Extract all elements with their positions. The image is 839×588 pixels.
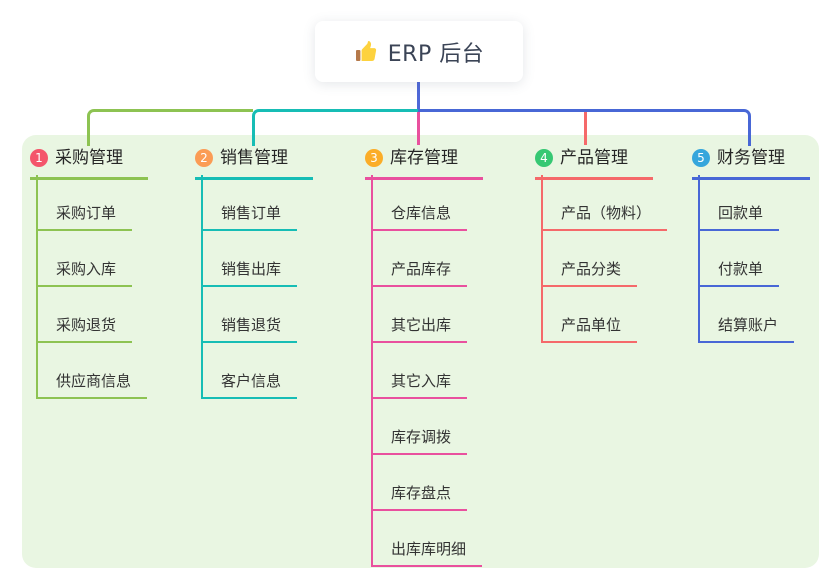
child-node[interactable]: 产品（物料） (541, 202, 668, 231)
child-node[interactable]: 出库库明细 (371, 538, 483, 567)
child-row: 回款单 (698, 175, 810, 231)
child-node[interactable]: 采购退货 (36, 314, 133, 343)
branch-children: 仓库信息 产品库存 其它出库 其它入库 库存调拨 库存盘点 出库库明细 (371, 175, 483, 567)
branch-number-badge: 1 (30, 149, 48, 167)
branch-number-badge: 4 (535, 149, 553, 167)
child-row: 采购退货 (36, 287, 148, 343)
branch-label: 销售管理 (220, 148, 288, 168)
branch-header-sales[interactable]: 2 销售管理 (195, 146, 313, 180)
child-row: 客户信息 (201, 343, 313, 399)
branch-rail (698, 175, 700, 343)
child-row: 产品分类 (541, 231, 667, 287)
branch-label: 财务管理 (717, 148, 785, 168)
child-node[interactable]: 客户信息 (201, 370, 298, 399)
child-row: 仓库信息 (371, 175, 483, 231)
child-node[interactable]: 其它出库 (371, 314, 468, 343)
branch-inventory: 3 库存管理 仓库信息 产品库存 其它出库 其它入库 库存调拨 库存盘点 出库库… (365, 146, 483, 567)
branch-children: 采购订单 采购入库 采购退货 供应商信息 (36, 175, 148, 399)
branch-number-badge: 5 (692, 149, 710, 167)
child-node[interactable]: 回款单 (698, 202, 780, 231)
child-row: 出库库明细 (371, 511, 483, 567)
branch-children: 产品（物料） 产品分类 产品单位 (541, 175, 668, 343)
branch-header-purchase[interactable]: 1 采购管理 (30, 146, 148, 180)
child-row: 供应商信息 (36, 343, 148, 399)
child-row: 产品（物料） (541, 175, 668, 231)
child-node[interactable]: 销售退货 (201, 314, 298, 343)
thumbs-up-icon (354, 40, 378, 64)
child-row: 销售出库 (201, 231, 313, 287)
branch-purchase: 1 采购管理 采购订单 采购入库 采购退货 供应商信息 (30, 146, 148, 399)
child-node[interactable]: 采购订单 (36, 202, 133, 231)
child-row: 其它出库 (371, 287, 483, 343)
branch-product: 4 产品管理 产品（物料） 产品分类 产品单位 (535, 146, 668, 343)
branch-rail (36, 175, 38, 399)
child-row: 销售订单 (201, 175, 313, 231)
branch-header-inventory[interactable]: 3 库存管理 (365, 146, 483, 180)
child-node[interactable]: 销售出库 (201, 258, 298, 287)
child-node[interactable]: 其它入库 (371, 370, 468, 399)
child-node[interactable]: 采购入库 (36, 258, 133, 287)
branch-rail (541, 175, 543, 343)
child-node[interactable]: 仓库信息 (371, 202, 468, 231)
branch-children: 销售订单 销售出库 销售退货 客户信息 (201, 175, 313, 399)
branch-number-badge: 3 (365, 149, 383, 167)
child-node[interactable]: 结算账户 (698, 314, 795, 343)
branch-sales: 2 销售管理 销售订单 销售出库 销售退货 客户信息 (195, 146, 313, 399)
child-row: 付款单 (698, 231, 810, 287)
child-row: 其它入库 (371, 343, 483, 399)
child-row: 产品单位 (541, 287, 667, 343)
child-row: 结算账户 (698, 287, 810, 343)
branch-label: 库存管理 (390, 148, 458, 168)
branch-label: 采购管理 (55, 148, 123, 168)
child-row: 库存盘点 (371, 455, 483, 511)
root-connector (417, 82, 420, 111)
branch-header-finance[interactable]: 5 财务管理 (692, 146, 810, 180)
root-label: ERP 后台 (387, 41, 485, 67)
child-node[interactable]: 产品库存 (371, 258, 468, 287)
branch-rail (201, 175, 203, 399)
branch-label: 产品管理 (560, 148, 628, 168)
child-row: 销售退货 (201, 287, 313, 343)
branch-number-badge: 2 (195, 149, 213, 167)
child-row: 库存调拨 (371, 399, 483, 455)
child-row: 采购入库 (36, 231, 148, 287)
child-node[interactable]: 付款单 (698, 258, 780, 287)
child-node[interactable]: 销售订单 (201, 202, 298, 231)
child-node[interactable]: 库存盘点 (371, 482, 468, 511)
branch-rail (371, 175, 373, 567)
child-node[interactable]: 产品单位 (541, 314, 638, 343)
child-node[interactable]: 供应商信息 (36, 370, 148, 399)
root-node[interactable]: ERP 后台 (315, 21, 523, 82)
child-node[interactable]: 产品分类 (541, 258, 638, 287)
child-row: 采购订单 (36, 175, 148, 231)
branch-children: 回款单 付款单 结算账户 (698, 175, 810, 343)
branch-header-product[interactable]: 4 产品管理 (535, 146, 653, 180)
branches-panel (22, 135, 819, 568)
branch-finance: 5 财务管理 回款单 付款单 结算账户 (692, 146, 810, 343)
child-node[interactable]: 库存调拨 (371, 426, 468, 455)
child-row: 产品库存 (371, 231, 483, 287)
